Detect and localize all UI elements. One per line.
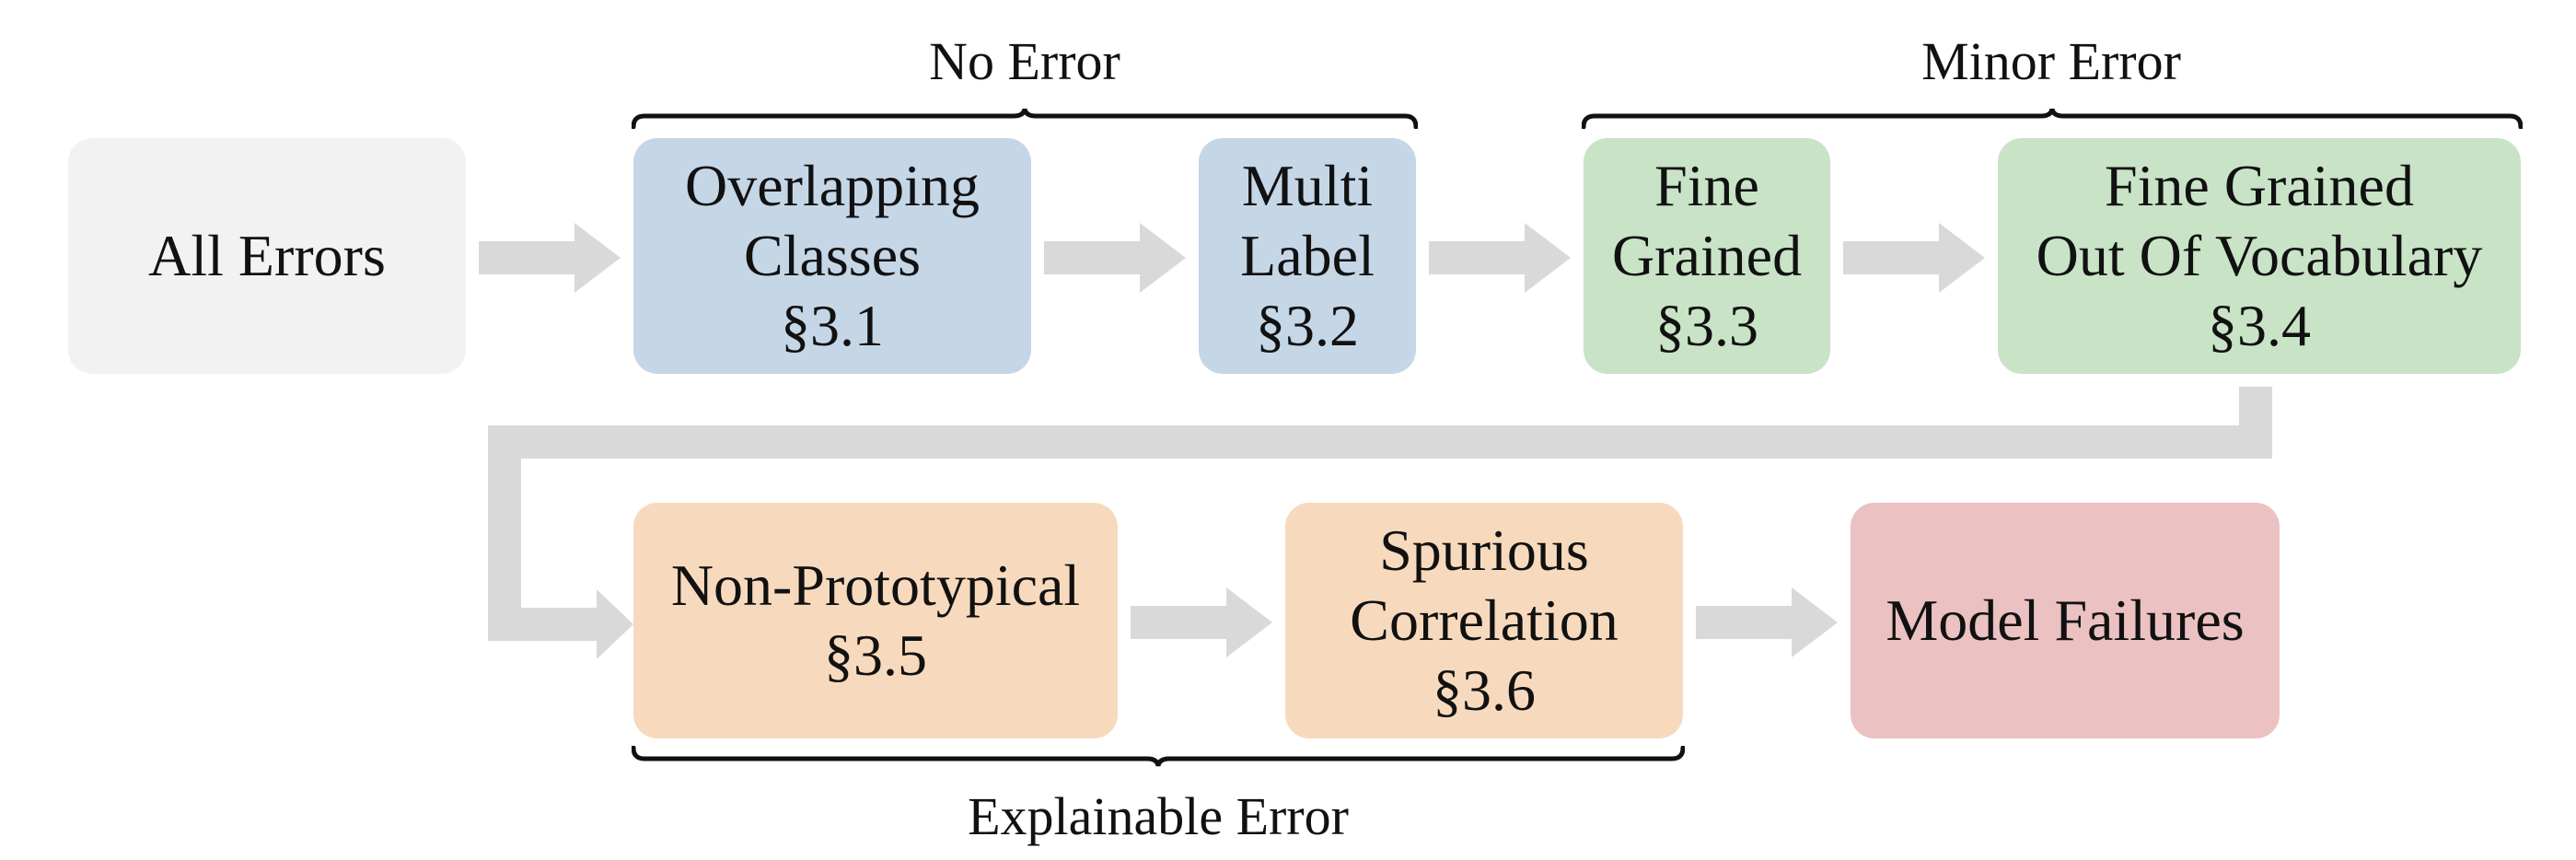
group-label-no-error: No Error xyxy=(929,31,1120,91)
node-overlapping-classes-line-1: Overlapping xyxy=(685,153,980,218)
arrow-spurious-to-model-failures xyxy=(1696,587,1839,657)
node-multi-label-section: §3.2 xyxy=(1256,293,1359,358)
arrow-all-errors-to-overlapping xyxy=(479,223,622,293)
node-model-failures: Model Failures xyxy=(1851,503,2280,738)
node-non-prototypical: Non-Prototypical §3.5 xyxy=(633,503,1118,738)
node-fine-grained-line-2: Grained xyxy=(1611,223,1803,288)
node-fine-grained-oov-section: §3.4 xyxy=(2208,293,2311,358)
node-fine-grained-oov: Fine Grained Out Of Vocabulary §3.4 xyxy=(1998,138,2521,374)
node-non-prototypical-line-1: Non-Prototypical xyxy=(670,552,1081,618)
node-non-prototypical-section: §3.5 xyxy=(824,622,927,688)
node-fine-grained-section: §3.3 xyxy=(1655,293,1758,358)
node-multi-label-line-2: Label xyxy=(1240,223,1375,288)
node-overlapping-classes-line-2: Classes xyxy=(744,223,921,288)
node-spurious-correlation-line-2: Correlation xyxy=(1350,587,1619,653)
arrow-multi-label-to-fine-grained xyxy=(1429,223,1572,293)
brace-minor-error xyxy=(1582,109,2523,129)
brace-no-error xyxy=(632,109,1418,129)
arrow-overlapping-to-multi-label xyxy=(1044,223,1188,293)
group-label-minor-error: Minor Error xyxy=(1921,31,2181,91)
arrow-oov-to-non-prototypical xyxy=(479,387,2320,663)
node-multi-label-line-1: Multi xyxy=(1241,153,1374,218)
node-fine-grained-oov-line-1: Fine Grained xyxy=(2105,153,2414,218)
node-fine-grained: Fine Grained §3.3 xyxy=(1584,138,1830,374)
node-all-errors-line-1: All Errors xyxy=(148,223,386,288)
node-spurious-correlation-section: §3.6 xyxy=(1433,657,1536,723)
arrow-non-prototypical-to-spurious xyxy=(1131,587,1274,657)
node-multi-label: Multi Label §3.2 xyxy=(1199,138,1416,374)
node-spurious-correlation: Spurious Correlation §3.6 xyxy=(1285,503,1683,738)
node-spurious-correlation-line-1: Spurious xyxy=(1379,517,1589,583)
arrow-fine-grained-to-oov xyxy=(1843,223,1987,293)
node-model-failures-line-1: Model Failures xyxy=(1886,587,2245,653)
node-overlapping-classes-section: §3.1 xyxy=(781,293,884,358)
brace-explainable-error xyxy=(632,746,1685,768)
node-all-errors: All Errors xyxy=(68,138,466,374)
group-label-explainable-error: Explainable Error xyxy=(968,786,1349,846)
node-fine-grained-line-1: Fine xyxy=(1654,153,1759,218)
node-overlapping-classes: Overlapping Classes §3.1 xyxy=(633,138,1031,374)
node-fine-grained-oov-line-2: Out Of Vocabulary xyxy=(2036,223,2483,288)
